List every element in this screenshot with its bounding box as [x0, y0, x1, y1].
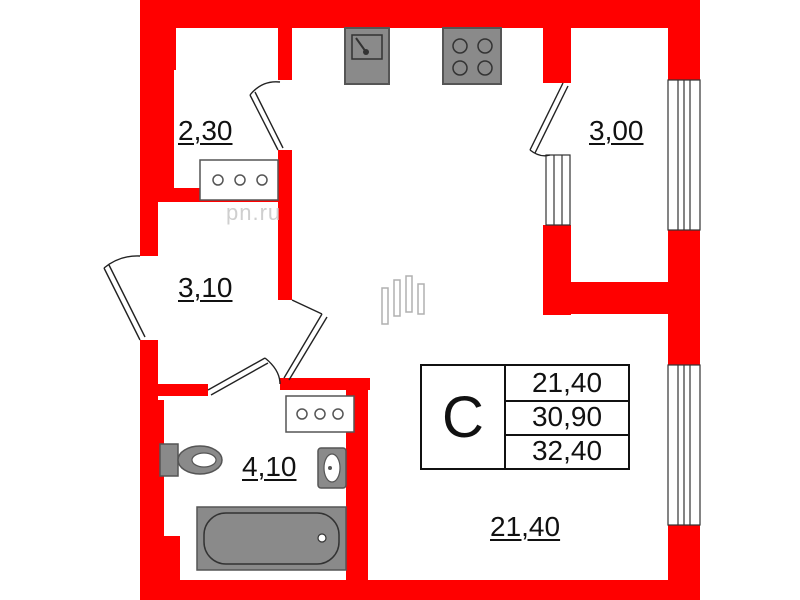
bathroom-sink-icon — [317, 447, 347, 489]
apartment-type: С — [422, 366, 506, 468]
watermark: pn.ru — [226, 200, 282, 225]
area-bathroom: 4,10 — [242, 451, 297, 482]
doors — [103, 81, 569, 396]
area-studio: 21,40 — [490, 511, 561, 542]
radiator-storage — [199, 159, 279, 201]
radiator-bathroom — [285, 395, 355, 433]
area-legend: С 21,40 30,90 32,40 — [420, 364, 630, 470]
area-hall: 3,10 — [178, 272, 233, 303]
entrance-marker-icon — [381, 275, 425, 325]
legend-total-area: 30,90 — [506, 400, 628, 436]
kitchen-sink-icon — [344, 27, 390, 85]
windows — [545, 79, 701, 526]
legend-total-area-with-loggia: 32,40 — [531, 435, 603, 466]
area-loggia: 3,00 — [589, 115, 644, 146]
legend-living-area: 21,40 — [506, 366, 628, 402]
bathtub-icon — [196, 506, 347, 571]
toilet-icon — [159, 443, 223, 477]
stove-icon — [442, 27, 502, 85]
area-storage: 2,30 — [178, 115, 233, 146]
